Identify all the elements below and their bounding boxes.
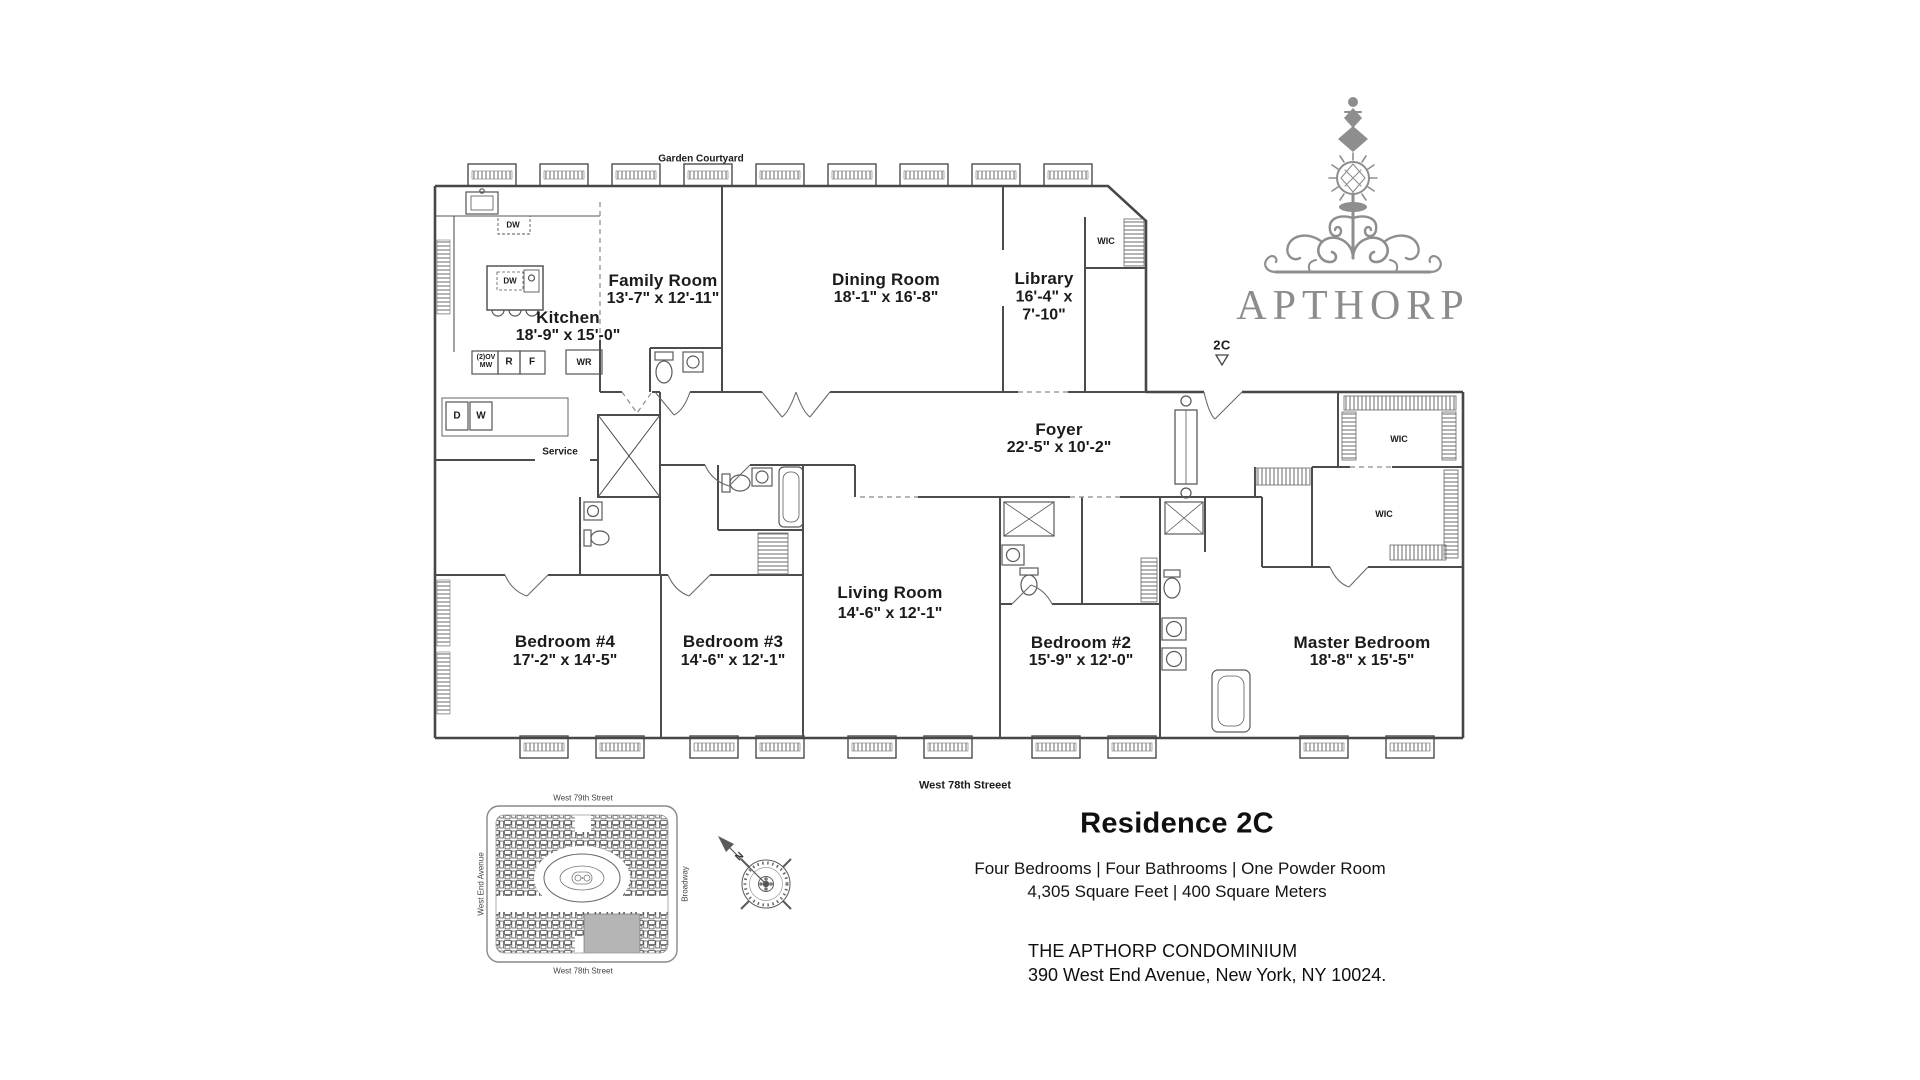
- room-living-name: Living Room: [837, 583, 943, 603]
- room-library-name: Library: [1014, 269, 1074, 289]
- residence-area: 4,305 Square Feet | 400 Square Meters: [1027, 882, 1327, 902]
- room-foyer-dims: 22'-5" x 10'-2": [1006, 438, 1112, 456]
- unit-entry-triangle: [1214, 354, 1230, 367]
- room-dining-dims: 18'-1" x 16'-8": [833, 288, 939, 306]
- window-bays: [436, 163, 1435, 759]
- washer-label: W: [476, 410, 486, 422]
- room-family-dims: 13'-7" x 12'-11": [606, 289, 720, 307]
- dw-island-label: DW: [503, 276, 517, 286]
- room-master-name: Master Bedroom: [1293, 633, 1431, 653]
- building-address: 390 West End Avenue, New York, NY 10024.: [1028, 965, 1387, 985]
- keyplan-avenue-west: West End Avenue: [476, 852, 486, 916]
- side-windows: [436, 239, 451, 715]
- fridge-label: F: [528, 356, 536, 368]
- keyplan-avenue-east: Broadway: [680, 866, 690, 902]
- top-window-bays: [467, 163, 1093, 187]
- dw-counter-label: DW: [506, 220, 520, 230]
- foyer-builtin: [1174, 395, 1198, 499]
- closet-shelving: [757, 218, 1459, 603]
- window-glazing: [471, 170, 1431, 752]
- door-swings: [504, 391, 1369, 605]
- wic-bottom-label: WIC: [1375, 508, 1393, 519]
- range-label: R: [505, 356, 513, 368]
- room-kitchen-name: Kitchen: [536, 308, 600, 328]
- unit-marker: 2C: [1213, 337, 1231, 353]
- apthorp-logo-text: APTHORP: [1236, 282, 1470, 329]
- room-master-dims: 18'-8" x 15'-5": [1309, 651, 1415, 669]
- closet-shelving-h: [1255, 395, 1457, 561]
- room-family-name: Family Room: [608, 271, 718, 291]
- room-foyer-name: Foyer: [1035, 420, 1083, 440]
- service-label: Service: [542, 446, 578, 458]
- courtyard-label: Garden Courtyard: [658, 153, 744, 165]
- wic-top-label: WIC: [1390, 433, 1408, 444]
- room-kitchen-dims: 18'-9" x 15'-0": [515, 326, 621, 344]
- wic-library-label: WIC: [1097, 235, 1115, 246]
- residence-title: Residence 2C: [1080, 807, 1274, 840]
- building-name: THE APTHORP CONDOMINIUM: [1028, 941, 1298, 961]
- kitchen-appliance-boxes: [471, 349, 603, 375]
- keyplan-map: [486, 805, 678, 963]
- kitchen-fixtures: [441, 188, 603, 437]
- room-bed3-dims: 14'-6" x 12'-1": [680, 651, 786, 669]
- oven-microwave-label: (2)OV MW: [476, 353, 496, 369]
- room-bed3-name: Bedroom #3: [682, 632, 784, 652]
- wr-label: WR: [576, 356, 592, 367]
- dryer-label: D: [453, 410, 461, 422]
- street-label: West 78th Streeet: [918, 779, 1012, 792]
- kitchen-island: [486, 265, 544, 317]
- room-bed4-name: Bedroom #4: [514, 632, 616, 652]
- room-bed2-dims: 15'-9" x 12'-0": [1028, 651, 1134, 669]
- room-dining-name: Dining Room: [832, 270, 940, 290]
- room-bed2-name: Bedroom #2: [1030, 633, 1132, 653]
- keyplan-unit-highlight: [583, 913, 641, 953]
- compass-rose: [718, 836, 792, 910]
- room-library-dims: 16'-4" x 7'-10": [1015, 288, 1073, 324]
- residence-features: Four Bedrooms | Four Bathrooms | One Pow…: [974, 859, 1386, 879]
- apthorp-ornament: [1264, 97, 1442, 274]
- dashed-openings: [599, 202, 1392, 498]
- keyplan-street-north: West 79th Street: [553, 793, 613, 803]
- counter-lines: [435, 215, 600, 352]
- outer-walls: [433, 184, 1465, 740]
- room-bed4-dims: 17'-2" x 14'-5": [512, 651, 618, 669]
- keyplan-street-south: West 78th Street: [553, 966, 613, 976]
- laundry-boxes: [441, 397, 569, 437]
- room-living-dims: 14'-6" x 12'-1": [837, 604, 943, 622]
- bath-fixtures: [583, 351, 1251, 733]
- service-elevator: [597, 414, 661, 498]
